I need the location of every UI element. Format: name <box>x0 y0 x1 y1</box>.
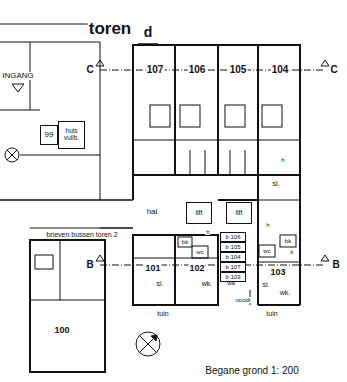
interior-walls <box>30 105 300 305</box>
plan-label: tuin <box>156 310 169 317</box>
room-label: b 107 <box>225 264 240 270</box>
north-arrow <box>136 332 160 356</box>
plan-label: 104 <box>271 65 290 75</box>
plan-label: 102 <box>188 264 205 273</box>
plan-label: B <box>85 260 94 270</box>
plan-label: hal <box>146 208 159 216</box>
plan-label: bk <box>284 238 292 244</box>
site-lines <box>0 24 133 228</box>
plan-label: B <box>331 260 340 270</box>
plan-label: C <box>85 65 94 75</box>
plan-label: 106 <box>188 65 207 75</box>
plan-label: noodt <box>234 297 251 303</box>
room-label: huis vuilb. <box>59 128 84 142</box>
plan-label: h <box>205 229 210 235</box>
plan-label: sl. <box>262 281 271 288</box>
room-label: lift <box>236 209 243 216</box>
plan-label: C <box>329 65 338 75</box>
entrance-symbol <box>5 84 24 162</box>
lift-box: lift <box>226 202 252 224</box>
plan-label: bk <box>181 239 189 245</box>
plan-label: wc <box>262 248 271 254</box>
plan-label: sl. <box>272 180 281 187</box>
plan-label: k <box>290 249 295 255</box>
storage-box: b 106 <box>220 232 246 242</box>
plan-label: 101 <box>144 264 161 273</box>
storage-box: b 103 <box>220 272 246 282</box>
plan-label: brieven bussen toren 2 <box>45 231 118 238</box>
storage-box: b 104 <box>220 252 246 262</box>
tower-title: toren <box>88 20 133 37</box>
room-label: b 105 <box>225 244 240 250</box>
plan-label: wk. <box>279 289 292 296</box>
room-label: b 106 <box>225 234 240 240</box>
room-label: b 103 <box>225 274 240 280</box>
plan-label: wc <box>195 249 204 255</box>
plan-label: 103 <box>269 268 286 277</box>
refuse-room-box: huis vuilb. <box>58 121 85 149</box>
lift-box: lift <box>186 202 212 224</box>
section-markers <box>96 60 329 261</box>
plan-label: wk. <box>201 280 214 287</box>
tower-walls <box>30 45 300 372</box>
plan-label: tuin <box>265 310 278 317</box>
plan-label: 107 <box>146 65 165 75</box>
scale-caption: Begane grond 1: 200 <box>204 366 299 376</box>
refuse-room-box: 99 <box>40 125 58 145</box>
room-label: 99 <box>45 131 54 139</box>
plan-label: 105 <box>229 65 248 75</box>
room-label: lift <box>196 209 203 216</box>
storage-box: b 107 <box>220 262 246 272</box>
plan-label: h <box>265 222 270 228</box>
plan-label: INGANG <box>1 72 35 80</box>
plan-label: h <box>280 157 285 163</box>
storage-box: b 105 <box>220 242 246 252</box>
room-label: b 104 <box>225 254 240 260</box>
plan-label: 100 <box>53 326 70 335</box>
plan-label: d <box>143 25 154 39</box>
plan-label: sl. <box>156 280 165 287</box>
section-lines <box>100 70 325 265</box>
